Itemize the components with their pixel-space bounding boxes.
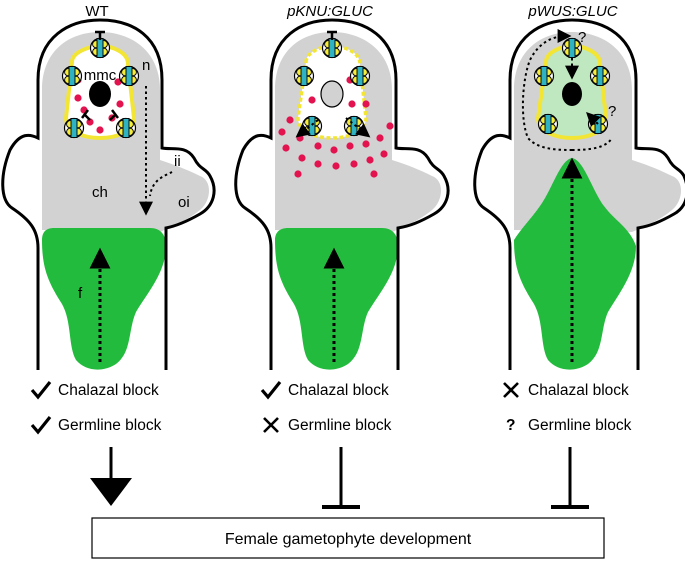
funiculus bbox=[275, 228, 398, 370]
germline-block-pwus: Germline block bbox=[528, 417, 632, 434]
chalazal-block-pwus: Chalazal block bbox=[528, 382, 629, 399]
arrow-in-right bbox=[586, 112, 601, 127]
mmc-nucleus bbox=[320, 80, 344, 108]
outcome-label: Female gametophyte development bbox=[225, 531, 472, 548]
funiculus bbox=[42, 228, 166, 370]
mmc-nucleus bbox=[89, 81, 111, 107]
panel-title: pKNU:GLUC bbox=[286, 3, 373, 20]
cross-icon bbox=[503, 382, 519, 398]
panel-title: WT bbox=[85, 3, 108, 20]
inhibition-symbols bbox=[327, 30, 337, 40]
panel-pknu: pKNU:GLUC bbox=[234, 3, 450, 370]
panel-pwus: pWUS:GLUC ? ? bbox=[473, 3, 685, 370]
germline-block-wt: Germline block bbox=[58, 417, 162, 434]
mmc-nucleus bbox=[562, 82, 582, 106]
question-mark-icon: ? bbox=[506, 417, 515, 434]
label-oi: oi bbox=[178, 194, 190, 211]
callose-dots bbox=[278, 76, 394, 178]
inhibit-arrow bbox=[322, 447, 360, 509]
label-mmc: mmc bbox=[84, 67, 117, 84]
integument-outline bbox=[234, 18, 450, 370]
chalazal-block-pknu: Chalazal block bbox=[288, 382, 389, 399]
outcome-box bbox=[91, 517, 605, 559]
panel-wt: WT mmc n ii oi ch bbox=[1, 3, 216, 370]
question-mark-right: ? bbox=[608, 103, 616, 120]
funiculus bbox=[514, 158, 636, 370]
arrow-integument-path bbox=[149, 171, 173, 197]
check-icon bbox=[260, 381, 282, 400]
check-icon bbox=[30, 381, 52, 400]
integument-outline bbox=[473, 18, 685, 370]
inhibit-arrow bbox=[551, 447, 589, 509]
chalazal-block-wt: Chalazal block bbox=[58, 382, 159, 399]
label-ii: ii bbox=[174, 153, 181, 170]
germline-block-pknu: Germline block bbox=[288, 417, 392, 434]
label-ch: ch bbox=[92, 184, 108, 201]
arrow-leak-left bbox=[295, 119, 319, 138]
cross-icon bbox=[263, 417, 279, 433]
label-f: f bbox=[78, 285, 83, 302]
loop-path-right bbox=[571, 137, 613, 151]
panel-title: pWUS:GLUC bbox=[527, 3, 617, 20]
inhibition-symbols bbox=[81, 30, 119, 121]
check-icon bbox=[30, 416, 52, 435]
label-n: n bbox=[142, 57, 150, 74]
integument-outline bbox=[1, 18, 216, 370]
arrow-leak-right bbox=[345, 117, 371, 138]
question-mark-top: ? bbox=[578, 29, 586, 46]
promote-arrow bbox=[90, 447, 132, 506]
